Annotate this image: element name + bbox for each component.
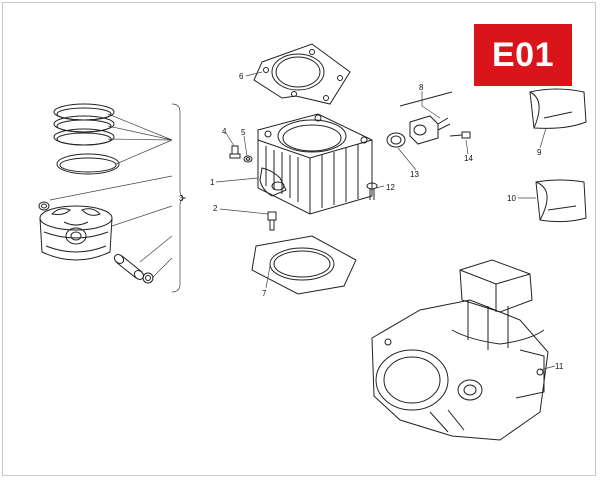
- callout-labels: 3 6 4 5 1 2 7 12 8 13 14 9 10 11: [179, 72, 564, 371]
- callout-5: 5: [241, 128, 246, 137]
- leader-lines: [49, 71, 556, 371]
- parts-bag-9: [529, 88, 587, 129]
- callout-9: 9: [537, 148, 542, 157]
- callout-3: 3: [179, 194, 184, 203]
- parts-bag-10: [535, 179, 587, 223]
- tensioner-bolt-14: [449, 131, 471, 139]
- piston-pin: [113, 254, 145, 280]
- fitting-2: [267, 211, 277, 231]
- page-frame: [2, 2, 596, 476]
- chain-tensioner: [399, 91, 453, 145]
- washer-5: [243, 155, 253, 163]
- callout-8: 8: [419, 83, 424, 92]
- tensioner-gasket-13: [386, 132, 406, 148]
- piston: [39, 205, 113, 261]
- screw-12: [366, 182, 378, 200]
- complete-engine-11: [371, 259, 549, 441]
- callout-7: 7: [262, 289, 267, 298]
- callout-1: 1: [210, 178, 215, 187]
- callout-6: 6: [239, 72, 244, 81]
- base-gasket: [251, 235, 357, 295]
- callout-14: 14: [464, 154, 473, 163]
- callout-12: 12: [386, 183, 395, 192]
- diagram-code-badge: E01: [474, 24, 572, 86]
- callout-13: 13: [410, 170, 419, 179]
- cylinder: [257, 113, 373, 215]
- piston-ring-lower: [56, 153, 120, 175]
- callout-4: 4: [222, 127, 227, 136]
- callout-11: 11: [555, 362, 564, 371]
- circlip-left: [38, 201, 50, 211]
- head-gasket: [253, 43, 351, 105]
- callout-2: 2: [213, 204, 218, 213]
- bolt-4: [229, 145, 241, 159]
- piston-rings-upper: [53, 103, 115, 146]
- callout-10: 10: [507, 194, 516, 203]
- circlip-right: [142, 272, 154, 284]
